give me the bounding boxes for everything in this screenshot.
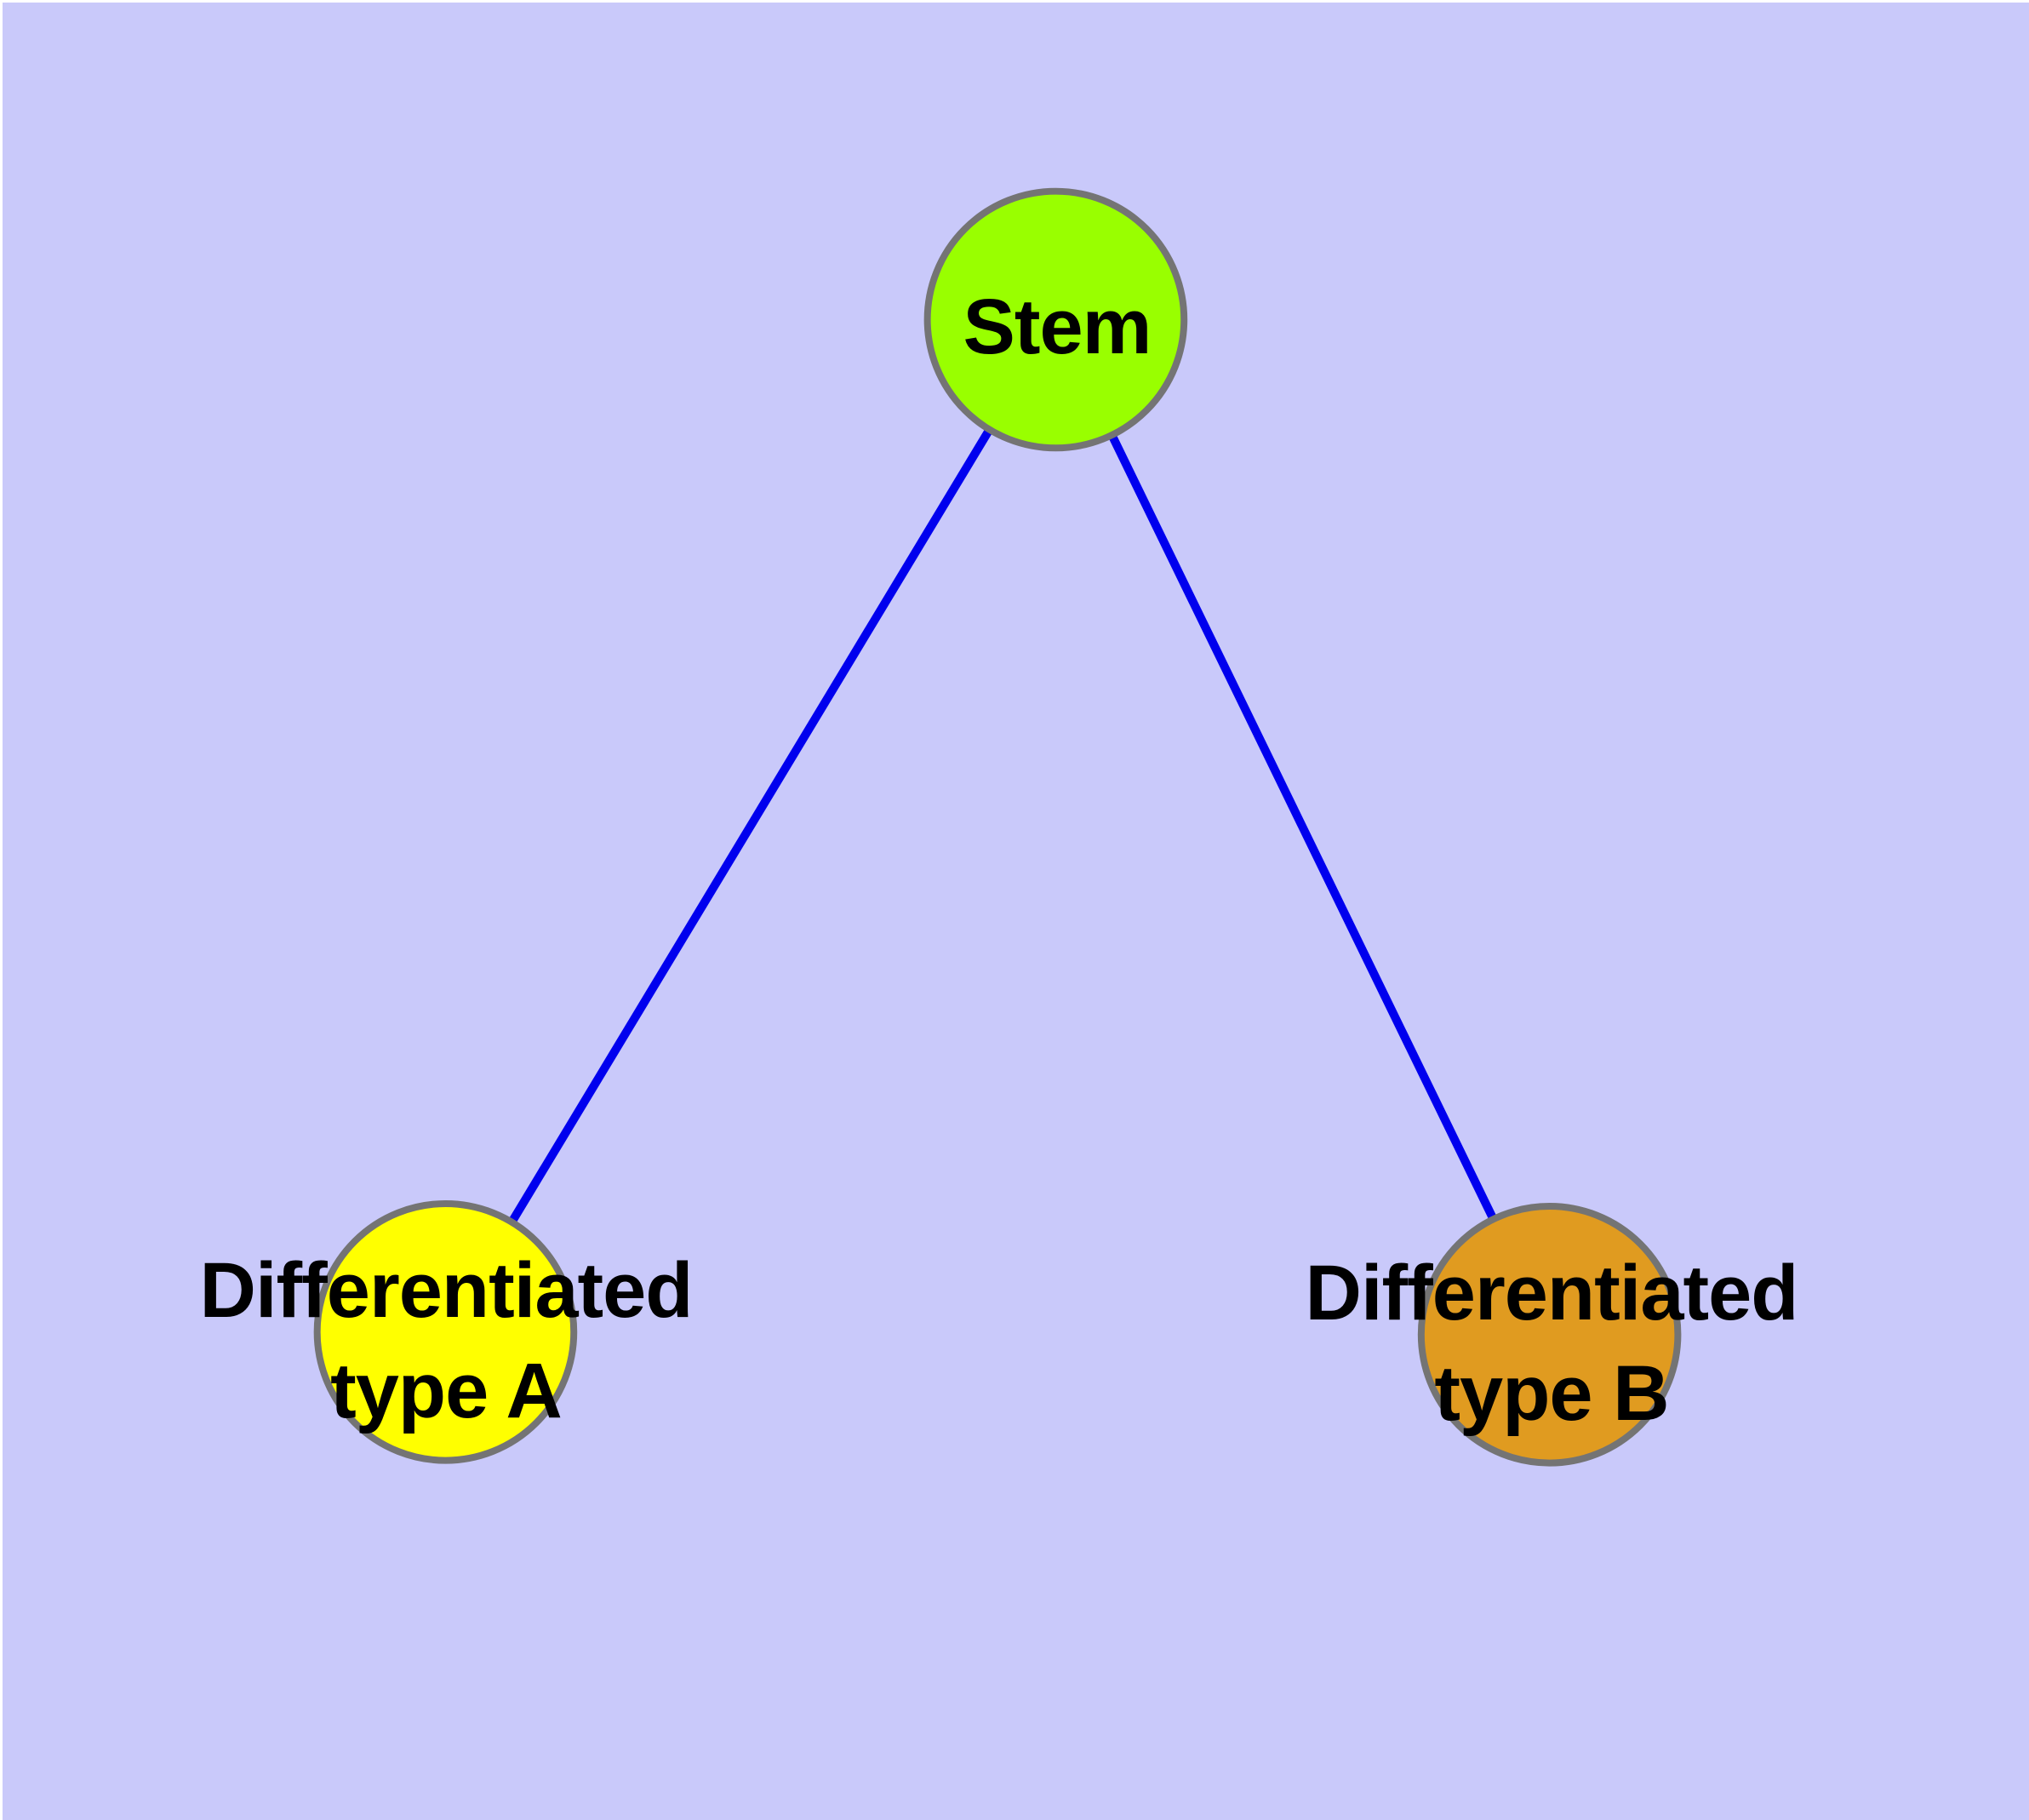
node-circle-stem — [923, 187, 1188, 452]
node-circle-diff-a — [313, 1200, 578, 1464]
graph-svg — [313, 187, 1682, 1467]
edge-stem-to-diff-a — [442, 317, 1060, 1335]
node-circle-diff-b — [1417, 1203, 1682, 1467]
edge-stem-to-diff-b — [1051, 318, 1554, 1336]
